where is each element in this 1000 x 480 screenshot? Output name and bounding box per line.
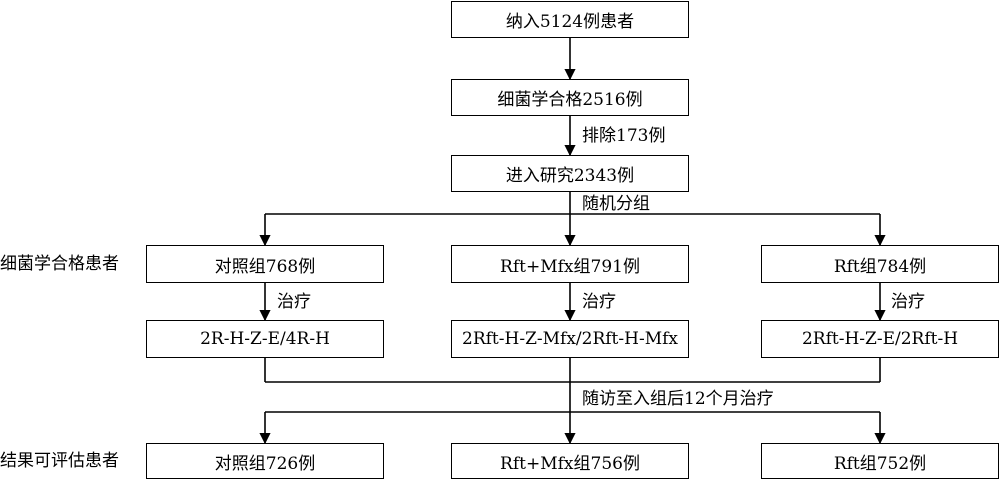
box-group-rftmfx: Rft+Mfx组791例	[451, 245, 689, 283]
box-result-control: 对照组726例	[146, 443, 384, 479]
label-treatment-rftmfx: 治疗	[582, 292, 616, 312]
box-regimen-rft: 2Rft-H-Z-E/2Rft-H	[761, 320, 999, 358]
box-enrolled: 纳入5124例患者	[451, 1, 689, 38]
box-group-rft: Rft组784例	[761, 245, 999, 283]
label-treatment-rft: 治疗	[891, 292, 925, 312]
side-label-evaluable-patients: 结果可评估患者	[0, 451, 119, 471]
box-result-rft: Rft组752例	[761, 443, 999, 479]
label-followup: 随访至入组后12个月治疗	[582, 389, 774, 409]
label-treatment-control: 治疗	[277, 292, 311, 312]
label-excluded: 排除173例	[582, 126, 666, 146]
box-result-rftmfx: Rft+Mfx组756例	[451, 443, 689, 479]
box-regimen-rftmfx: 2Rft-H-Z-Mfx/2Rft-H-Mfx	[451, 320, 689, 358]
side-label-qualified-patients: 细菌学合格患者	[0, 254, 119, 274]
box-regimen-control: 2R-H-Z-E/4R-H	[146, 320, 384, 358]
box-group-control: 对照组768例	[146, 245, 384, 283]
label-randomized: 随机分组	[582, 194, 650, 214]
box-entered-study: 进入研究2343例	[451, 155, 689, 192]
box-bacteriology-qualified: 细菌学合格2516例	[451, 79, 689, 116]
